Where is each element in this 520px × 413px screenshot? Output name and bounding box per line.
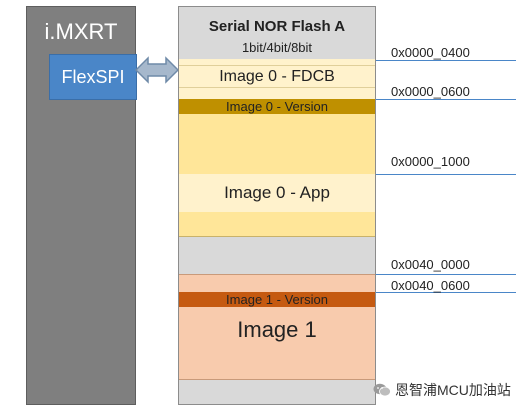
address-line (376, 60, 516, 61)
bidirectional-arrow-icon (134, 56, 180, 84)
address-label: 0x0040_0000 (391, 257, 470, 272)
watermark: 恩智浦MCU加油站 (373, 380, 511, 400)
image0-app-tail-region (179, 212, 375, 237)
address-label: 0x0000_1000 (391, 154, 470, 169)
flash-subtitle: 1bit/4bit/8bit (241, 40, 313, 55)
image0-reserved-region (179, 88, 375, 99)
imxrt-title: i.MXRT (44, 19, 118, 44)
image1-version-region: Image 1 - Version (179, 292, 375, 307)
image1-offset-region (179, 274, 375, 292)
image0-version-region: Image 0 - Version (179, 99, 375, 114)
image0-fdcb-region: Image 0 - FDCB (179, 66, 375, 88)
address-line (376, 292, 516, 293)
watermark-text: 恩智浦MCU加油站 (395, 382, 511, 398)
address-line (376, 274, 516, 275)
address-line (376, 99, 516, 100)
wechat-icon (373, 383, 391, 397)
address-label: 0x0000_0400 (391, 45, 470, 60)
image1-region: Image 1 (179, 307, 375, 380)
image0-app-region: Image 0 - App (179, 174, 375, 212)
flexspi-block: FlexSPI (49, 54, 137, 100)
image0-fdcb-offset-region (179, 59, 375, 66)
address-label: 0x0000_0600 (391, 84, 470, 99)
flash-title: Serial NOR Flash A (208, 18, 346, 35)
image0-pre-app-region (179, 114, 375, 174)
address-label: 0x0040_0600 (391, 278, 470, 293)
imxrt-block: i.MXRT FlexSPI (26, 6, 137, 405)
address-line (376, 174, 516, 175)
